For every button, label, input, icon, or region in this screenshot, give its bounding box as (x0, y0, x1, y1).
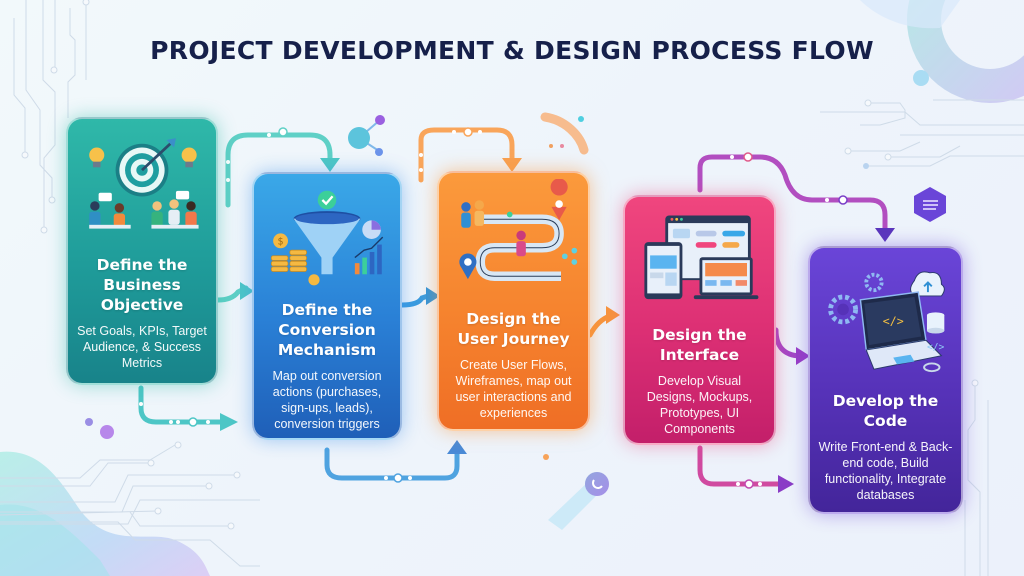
comet-decoration (548, 472, 609, 530)
molecule-decoration (348, 115, 385, 156)
step-description: Create User Flows, Wireframes, map out u… (455, 358, 572, 420)
step-card-interface: Design the Interface Develop Visual Desi… (623, 195, 776, 445)
step-description: Map out conversion actions (purchases, s… (272, 369, 382, 431)
step-title: Design the User Journey (457, 310, 570, 348)
page-title: PROJECT DEVELOPMENT & DESIGN PROCESS FLO… (150, 36, 874, 65)
laptop-code-icon: </> </> (818, 254, 953, 389)
svg-text:</>: </> (883, 314, 904, 328)
step-card-business-objective: Define the Business Objective Set Goals,… (66, 117, 218, 385)
step-description: Develop Visual Designs, Mockups, Prototy… (646, 374, 753, 436)
svg-text:$: $ (278, 237, 284, 248)
funnel-coins-icon: $ (262, 180, 392, 298)
step-description: Write Front-end & Back-end code, Build f… (818, 440, 953, 502)
step-card-develop-code: </> </> Develop the Code Write Front-end… (808, 246, 963, 514)
hexagon-badge (914, 187, 946, 222)
step-card-conversion-mechanism: $ Define the Conversion Mechanism Map ou… (252, 172, 402, 440)
svg-text:</>: </> (927, 342, 945, 353)
step-title: Develop the Code (832, 392, 939, 430)
step-title: Define the Business Objective (96, 256, 188, 314)
step-title: Design the Interface (652, 326, 747, 364)
devices-mockup-icon (633, 203, 766, 323)
step-title: Define the Conversion Mechanism (277, 301, 377, 359)
step-description: Set Goals, KPIs, Target Audience, & Succ… (77, 324, 207, 370)
target-team-icon (76, 125, 208, 253)
journey-path-icon (447, 178, 580, 307)
step-card-user-journey: Design the User Journey Create User Flow… (437, 171, 590, 431)
blob-bottom-left (0, 451, 210, 576)
